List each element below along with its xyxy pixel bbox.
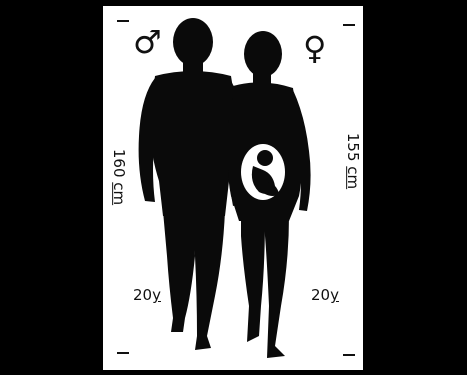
illustration-panel: ♂ ♀ 160 cm 155 cm 20y 20y: [103, 6, 363, 370]
silhouettes-graphic: [103, 6, 363, 370]
fetus-illustration: [241, 144, 285, 200]
